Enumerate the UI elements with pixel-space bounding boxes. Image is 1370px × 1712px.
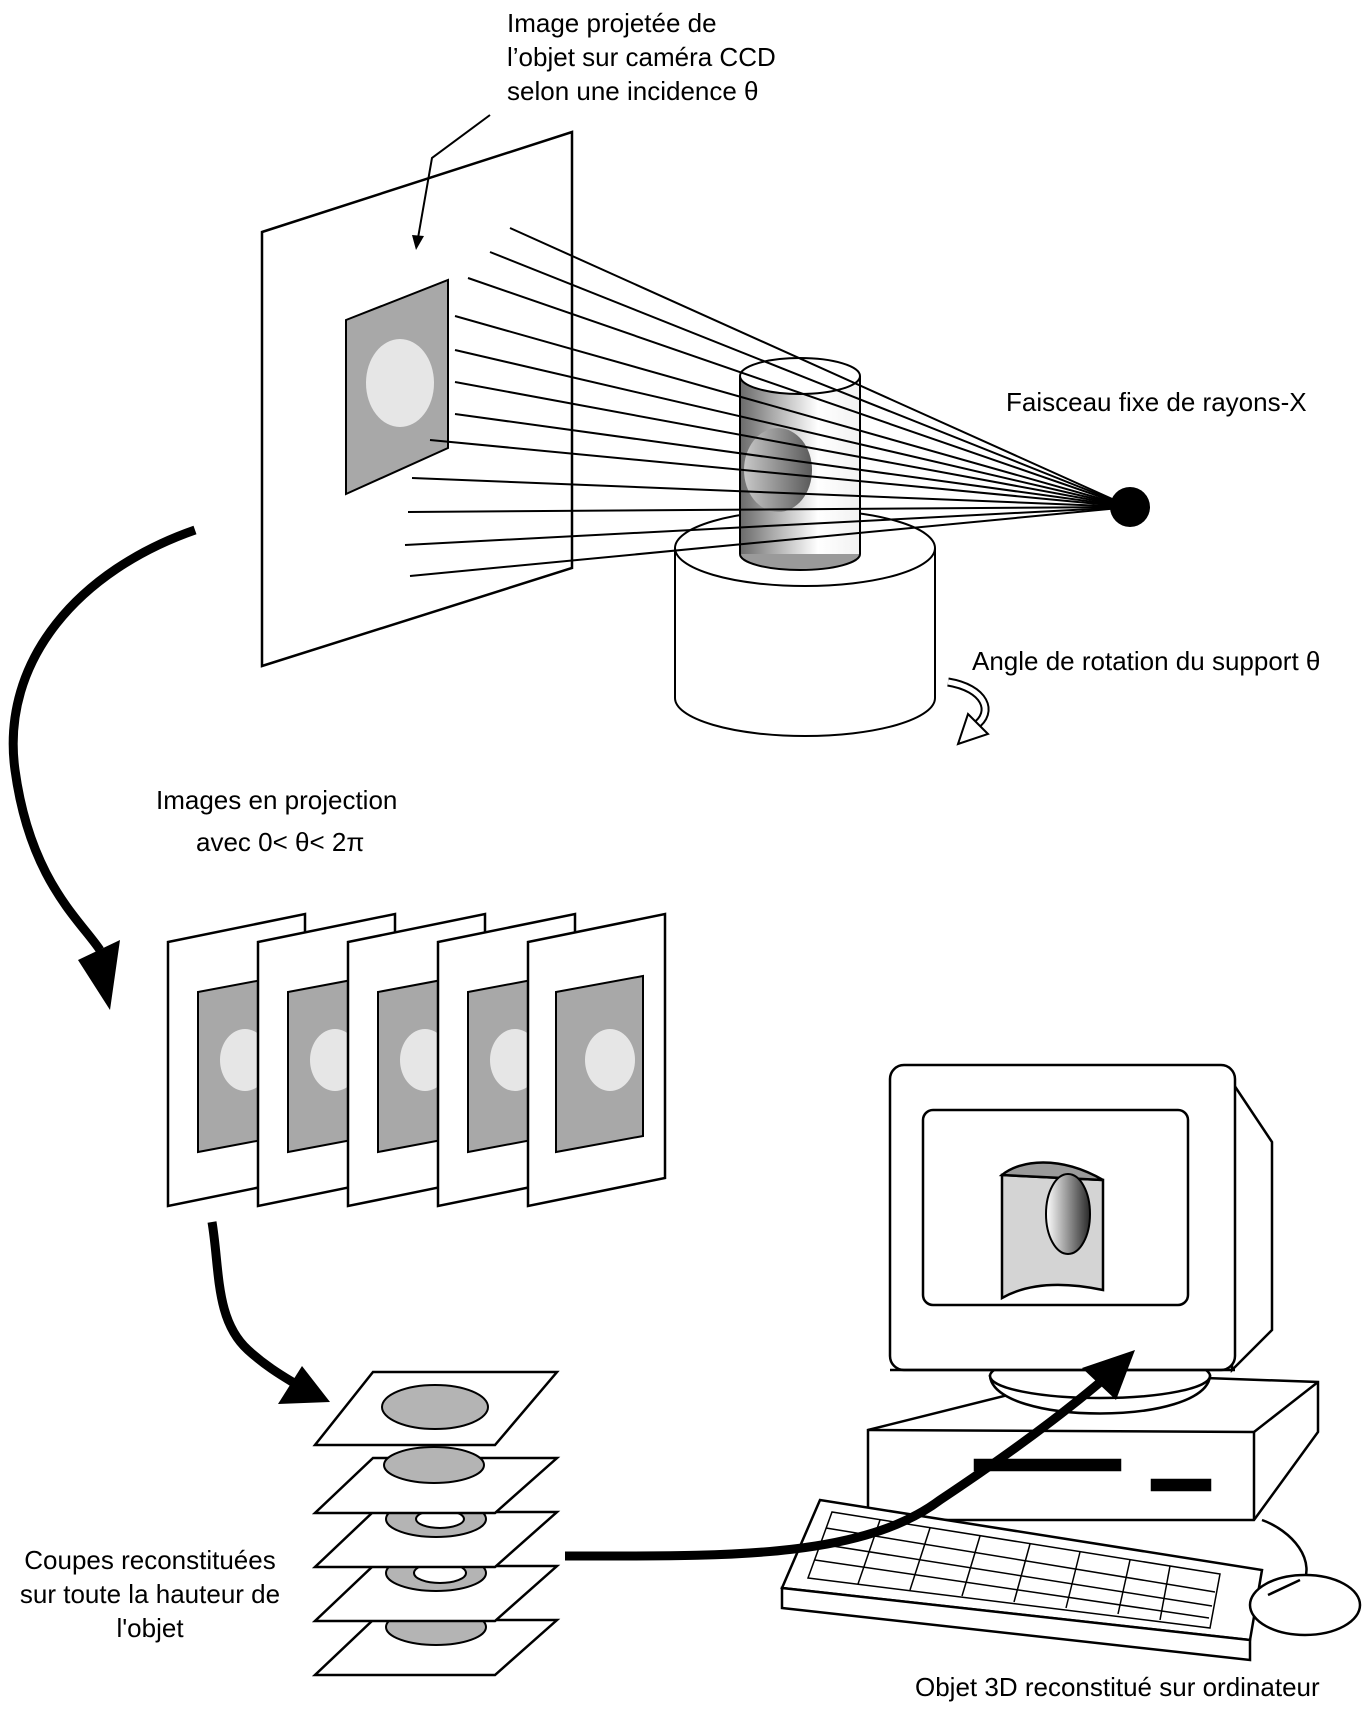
label-reconstructed-object: Objet 3D reconstitué sur ordinateur (915, 1672, 1320, 1702)
label-projected-image: Image projetée de l’objet sur caméra CCD… (507, 6, 776, 108)
label-line: l'objet (116, 1613, 184, 1643)
slice (311, 1608, 561, 1677)
label-line: Coupes reconstituées (24, 1545, 276, 1575)
label-line: selon une incidence θ (507, 76, 759, 106)
label-line: avec 0< θ< 2π (196, 827, 365, 857)
flow-arrow-to-slices (207, 1221, 330, 1404)
label-line: sur toute la hauteur de (19, 1579, 281, 1609)
floppy-slot (973, 1458, 1122, 1472)
label-rotation-angle: Angle de rotation du support θ (972, 646, 1321, 676)
projection-images-stack (166, 912, 667, 1208)
computer-icon (780, 1063, 1362, 1662)
label-reconstructed-slices: Coupes reconstituées sur toute la hauteu… (4, 1543, 296, 1645)
xray-rays (404, 227, 1131, 577)
label-projection-images: Images en projection avec 0< θ< 2π (156, 783, 397, 859)
reconstructed-slices-stack (311, 1370, 561, 1677)
annotation-pointer (412, 114, 491, 250)
drive-slot (1150, 1478, 1212, 1492)
keyboard-icon (780, 1498, 1264, 1662)
rotation-arrow-icon (947, 677, 990, 746)
monitor-back (1230, 1077, 1274, 1374)
label-line: l’objet sur caméra CCD (507, 42, 776, 72)
flow-arrow-to-computer (564, 1350, 1135, 1561)
slice (311, 1500, 561, 1569)
slice (311, 1446, 561, 1515)
projection-frame (526, 912, 667, 1208)
mouse-icon (1248, 1518, 1362, 1637)
flow-arrow-to-projections (8, 525, 197, 1010)
label-line: Images en projection (156, 785, 398, 815)
label-line: Image projetée de (507, 8, 717, 38)
label-xray-beam: Faisceau fixe de rayons-X (1006, 387, 1307, 417)
xray-source-icon (1110, 487, 1150, 527)
projected-image (345, 278, 449, 496)
reconstructed-3d-object (998, 1161, 1105, 1301)
slice (312, 1370, 560, 1447)
